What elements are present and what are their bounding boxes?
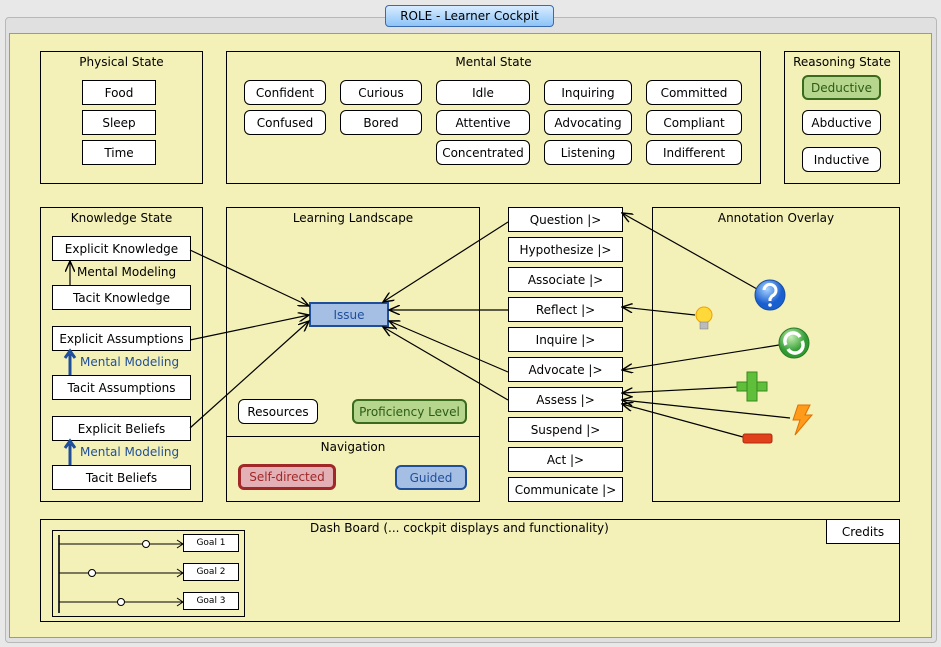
proficiency-level-button[interactable]: Proficiency Level xyxy=(352,399,467,424)
plus-icon[interactable] xyxy=(736,371,768,402)
deductive-button[interactable]: Deductive xyxy=(802,75,881,100)
window-title: ROLE - Learner Cockpit xyxy=(385,5,554,27)
time-button[interactable]: Time xyxy=(82,140,156,165)
panel-title: Mental State xyxy=(455,55,532,69)
lightning-icon[interactable] xyxy=(792,404,814,436)
sleep-button[interactable]: Sleep xyxy=(82,110,156,135)
mental-state-inquiring-button[interactable]: Inquiring xyxy=(544,80,632,105)
food-button[interactable]: Food xyxy=(82,80,156,105)
goal-tracks xyxy=(58,535,184,613)
goal-progress-handle xyxy=(117,598,125,606)
action-inquire-button[interactable]: Inquire |> xyxy=(508,327,623,352)
minus-icon[interactable] xyxy=(742,433,773,444)
panel-title: Physical State xyxy=(79,55,164,69)
action-hypothesize-button[interactable]: Hypothesize |> xyxy=(508,237,623,262)
question-icon[interactable] xyxy=(754,279,786,311)
physical-state-panel: Physical State xyxy=(40,51,203,184)
mental-state-confident-button[interactable]: Confident xyxy=(244,80,326,105)
arrow-assess-issue xyxy=(383,327,509,401)
guided-button[interactable]: Guided xyxy=(395,465,467,490)
arrow-refresh-annotation xyxy=(622,344,780,370)
dashboard-panel xyxy=(40,519,900,622)
explicit-knowledge-button[interactable]: Explicit Knowledge xyxy=(52,236,191,261)
lightbulb-icon[interactable] xyxy=(695,306,713,330)
arrow-minus-annotation xyxy=(622,404,744,438)
mental-state-listening-button[interactable]: Listening xyxy=(544,140,632,165)
mental-state-idle-button[interactable]: Idle xyxy=(436,80,530,105)
panel-title: Navigation xyxy=(320,440,386,454)
goal-3[interactable]: Goal 3 xyxy=(183,592,239,610)
credits-button[interactable]: Credits xyxy=(826,519,900,544)
panel-title: Annotation Overlay xyxy=(717,211,835,225)
explicit-assumptions-button[interactable]: Explicit Assumptions xyxy=(52,326,191,351)
arrow-advocate-issue xyxy=(389,321,509,373)
action-act-button[interactable]: Act |> xyxy=(508,447,623,472)
mental-state-confused-button[interactable]: Confused xyxy=(244,110,326,135)
mental-state-panel: Mental State xyxy=(226,51,761,184)
arrow-plus-annotation xyxy=(622,386,739,393)
mental-state-indifferent-button[interactable]: Indifferent xyxy=(646,140,742,165)
navigation-panel: Navigation xyxy=(226,436,480,502)
mental-state-compliant-button[interactable]: Compliant xyxy=(646,110,742,135)
mental-state-concentrated-button[interactable]: Concentrated xyxy=(436,140,530,165)
mental-state-committed-button[interactable]: Committed xyxy=(646,80,742,105)
action-advocate-button[interactable]: Advocate |> xyxy=(508,357,623,382)
arrow-question-annotation xyxy=(622,213,758,290)
arrow-knowledge-issue xyxy=(189,249,309,306)
goal-2[interactable]: Goal 2 xyxy=(183,563,239,581)
mental-state-attentive-button[interactable]: Attentive xyxy=(436,110,530,135)
arrow-assumptions-issue xyxy=(189,315,309,341)
panel-title: Knowledge State xyxy=(70,211,173,225)
goals-popup: Goal 1 Goal 2 Goal 3 xyxy=(52,530,245,617)
tacit-assumptions-button[interactable]: Tacit Assumptions xyxy=(52,375,191,400)
arrow-question-issue xyxy=(383,221,509,302)
mental-state-curious-button[interactable]: Curious xyxy=(340,80,422,105)
resources-button[interactable]: Resources xyxy=(238,399,318,424)
action-suspend-button[interactable]: Suspend |> xyxy=(508,417,623,442)
self-directed-button[interactable]: Self-directed xyxy=(238,464,336,490)
goal-1[interactable]: Goal 1 xyxy=(183,534,239,552)
inductive-button[interactable]: Inductive xyxy=(802,147,881,172)
arrow-idea-annotation xyxy=(622,307,696,316)
mental-modeling-label: Mental Modeling xyxy=(77,265,177,279)
action-reflect-button[interactable]: Reflect |> xyxy=(508,297,623,322)
tacit-knowledge-button[interactable]: Tacit Knowledge xyxy=(52,285,191,310)
mental-modeling-arrows xyxy=(63,348,77,465)
knowledge-state-panel: Knowledge State xyxy=(40,207,203,502)
mental-state-bored-button[interactable]: Bored xyxy=(340,110,422,135)
mental-modeling-label: Mental Modeling xyxy=(80,445,180,459)
mental-state-advocating-button[interactable]: Advocating xyxy=(544,110,632,135)
mental-modeling-label: Mental Modeling xyxy=(80,355,180,369)
action-communicate-button[interactable]: Communicate |> xyxy=(508,477,623,502)
action-question-button[interactable]: Question |> xyxy=(508,207,623,232)
refresh-icon[interactable] xyxy=(778,327,810,359)
panel-title: Learning Landscape xyxy=(292,211,414,225)
action-associate-button[interactable]: Associate |> xyxy=(508,267,623,292)
arrow-lightning-annotation xyxy=(622,400,791,419)
tacit-beliefs-button[interactable]: Tacit Beliefs xyxy=(52,465,191,490)
annotation-overlay-panel: Annotation Overlay xyxy=(652,207,900,502)
dashboard-text: Dash Board (... cockpit displays and fun… xyxy=(310,521,609,535)
goal-progress-handle xyxy=(88,569,96,577)
panel-title: Reasoning State xyxy=(793,55,891,69)
arrow-beliefs-issue xyxy=(189,321,309,429)
goal-progress-handle xyxy=(142,540,150,548)
explicit-beliefs-button[interactable]: Explicit Beliefs xyxy=(52,416,191,441)
reasoning-state-panel: Reasoning State xyxy=(784,51,900,184)
abductive-button[interactable]: Abductive xyxy=(802,110,881,135)
